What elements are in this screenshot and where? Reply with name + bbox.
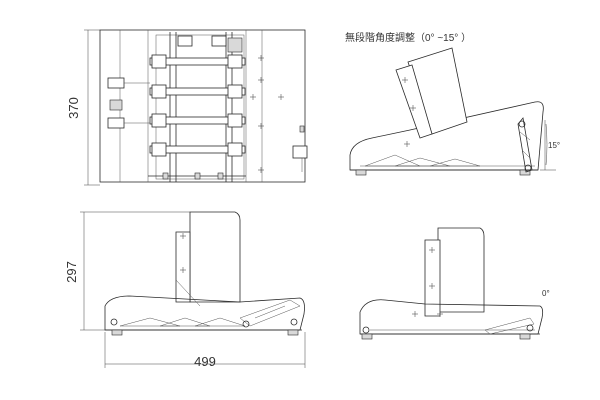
rail-2 xyxy=(149,84,246,99)
side-angle-label: 15° xyxy=(548,141,560,150)
side-view-flat: 0° xyxy=(359,227,550,340)
rail-4 xyxy=(149,142,246,157)
rail-1 xyxy=(149,54,246,69)
side-view-tilted: 無段階角度調整（0° ~15° ） 15° xyxy=(345,31,560,176)
front-view: 297 499 xyxy=(64,211,306,369)
flat-angle-label: 0° xyxy=(542,289,550,298)
dimension-297: 297 xyxy=(64,261,79,283)
dimension-370: 370 xyxy=(66,97,81,119)
rail-3 xyxy=(149,113,246,128)
dimension-499: 499 xyxy=(194,354,216,369)
side-view-title: 無段階角度調整（0° ~15° ） xyxy=(345,31,471,44)
top-view: 370 xyxy=(66,29,308,186)
